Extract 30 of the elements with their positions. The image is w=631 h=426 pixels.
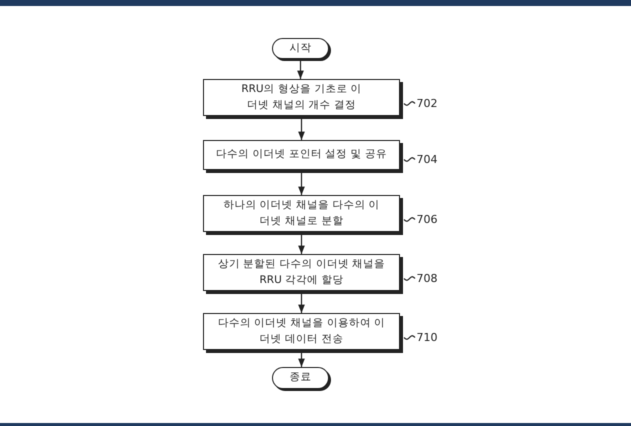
reference-number: 702 bbox=[416, 96, 438, 111]
arrow bbox=[298, 173, 305, 195]
terminal-shape bbox=[272, 38, 329, 59]
process-box bbox=[203, 195, 400, 232]
reference-number: 708 bbox=[416, 271, 438, 286]
step-text: 다수의 이더넷 포인터 설정 및 공유 bbox=[216, 147, 387, 162]
arrow bbox=[298, 353, 305, 367]
reference-number: 704 bbox=[416, 152, 438, 167]
step-text: 종료 bbox=[290, 370, 312, 386]
process-box bbox=[203, 79, 400, 116]
process-box bbox=[203, 313, 400, 350]
step-text: RRU의 형상을 기초로 이더넷 채널의 개수 결정 bbox=[240, 82, 363, 112]
reference-number: 710 bbox=[416, 330, 438, 345]
step-text: 하나의 이더넷 채널을 다수의 이더넷 채널로 분할 bbox=[222, 198, 381, 228]
arrow bbox=[298, 294, 305, 313]
process-box bbox=[203, 254, 400, 291]
leader-line bbox=[404, 217, 416, 222]
process-box bbox=[203, 140, 400, 170]
step-text: 다수의 이더넷 채널을 이용하여 이더넷 데이터 전송 bbox=[216, 316, 386, 346]
leader-line bbox=[404, 276, 416, 281]
reference-number: 706 bbox=[416, 212, 438, 227]
leader-line bbox=[404, 101, 416, 106]
step-text: 상기 분할된 다수의 이더넷 채널을 RRU 각각에 할당 bbox=[216, 257, 386, 288]
arrow bbox=[297, 61, 304, 79]
arrow bbox=[298, 119, 305, 140]
terminal-shape bbox=[272, 367, 329, 389]
step-text: 시작 bbox=[290, 40, 312, 56]
leader-line bbox=[404, 335, 416, 340]
arrow bbox=[298, 235, 305, 254]
leader-line bbox=[404, 157, 416, 162]
